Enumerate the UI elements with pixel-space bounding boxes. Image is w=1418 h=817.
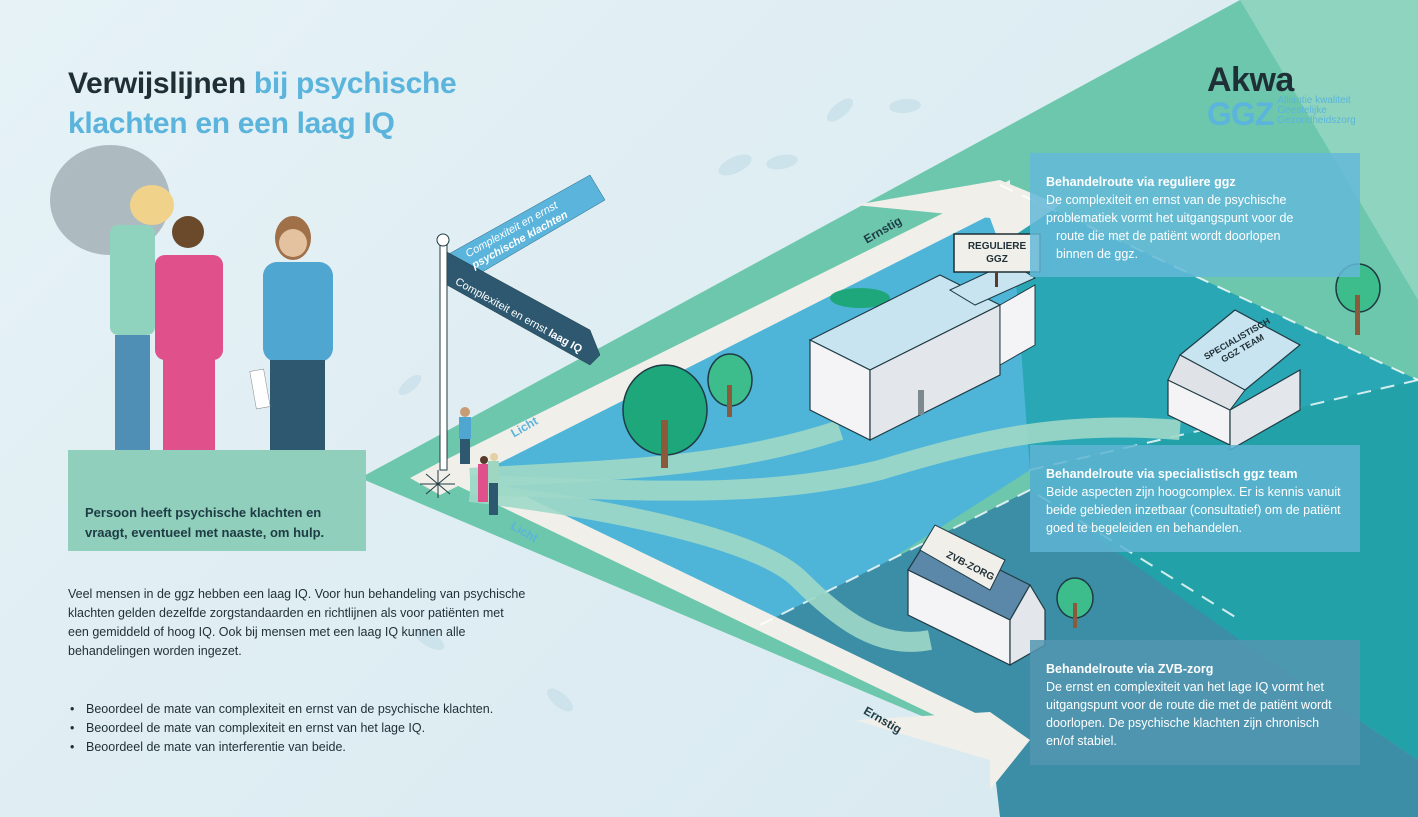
- route-path-regular: [469, 420, 844, 488]
- specialist-building-icon: [1167, 309, 1302, 452]
- signpost-pole: [439, 239, 448, 471]
- logo-subtitle: Alliantie kwaliteit Geestelijke Gezondhe…: [1277, 95, 1356, 126]
- akwa-ggz-logo: Akwa GGZ Alliantie kwaliteit Geestelijke…: [1207, 61, 1356, 132]
- route-body: Beide aspecten zijn hoogcomplex. Er is k…: [1046, 485, 1341, 535]
- route-heading: Behandelroute via reguliere ggz: [1046, 175, 1236, 189]
- title-part-1: Verwijslijnen: [68, 67, 246, 100]
- logo-akwa: Akwa: [1207, 61, 1294, 99]
- intro-paragraph: Veel mensen in de ggz hebben een laag IQ…: [68, 587, 526, 658]
- footprints-decoration: [398, 98, 921, 712]
- sign-laag-iq: [446, 251, 601, 366]
- page-title: Verwijslijnen bij psychische klachten en…: [68, 64, 457, 144]
- route-heading: Behandelroute via specialistisch ggz tea…: [1046, 467, 1298, 481]
- tree-icon: [1056, 577, 1094, 628]
- compass-icon: [420, 470, 455, 498]
- assessment-bullet-list: Beoordeel de mate van complexiteit en er…: [68, 700, 538, 757]
- route-path-zvb: [468, 482, 932, 652]
- people-at-crossroads-icon: [459, 407, 499, 515]
- bullet-item: Beoordeel de mate van complexiteit en er…: [68, 700, 538, 719]
- people-caption-background: [68, 450, 366, 551]
- bullet-item: Beoordeel de mate van complexiteit en er…: [68, 719, 538, 738]
- route-path-specialist: [469, 417, 1181, 501]
- arrow-upper: [855, 180, 1060, 245]
- route-body: De ernst en complexiteit van het lage IQ…: [1046, 680, 1332, 748]
- people-seeking-help-illustration: [50, 145, 333, 484]
- bullet-item: Beoordeel de mate van interferentie van …: [68, 738, 538, 757]
- logo-ggz: GGZ: [1207, 96, 1274, 132]
- route-box-regular-ggz: Behandelroute via reguliere ggz De compl…: [1030, 153, 1360, 277]
- route-box-specialist-ggz-team: Behandelroute via specialistisch ggz tea…: [1030, 445, 1360, 552]
- road-upper: [425, 180, 1010, 488]
- route-box-zvb-zorg: Behandelroute via ZVB-zorg De ernst en c…: [1030, 640, 1360, 765]
- tree-icon: [622, 364, 708, 468]
- arrow-lower: [855, 712, 1030, 790]
- road-lower: [425, 460, 990, 742]
- regular-ggz-building-icon: [808, 261, 1037, 441]
- title-part-2: bij psychische: [245, 67, 457, 100]
- tree-icon: [707, 353, 753, 417]
- route-heading: Behandelroute via ZVB-zorg: [1046, 662, 1214, 676]
- zvb-building-icon: [907, 524, 1046, 667]
- regular-ggz-sign: REGULIERE GGZ: [967, 241, 1027, 265]
- title-part-3: klachten en een laag IQ: [68, 107, 395, 140]
- people-caption: Persoon heeft psychische klachten en vra…: [85, 505, 325, 540]
